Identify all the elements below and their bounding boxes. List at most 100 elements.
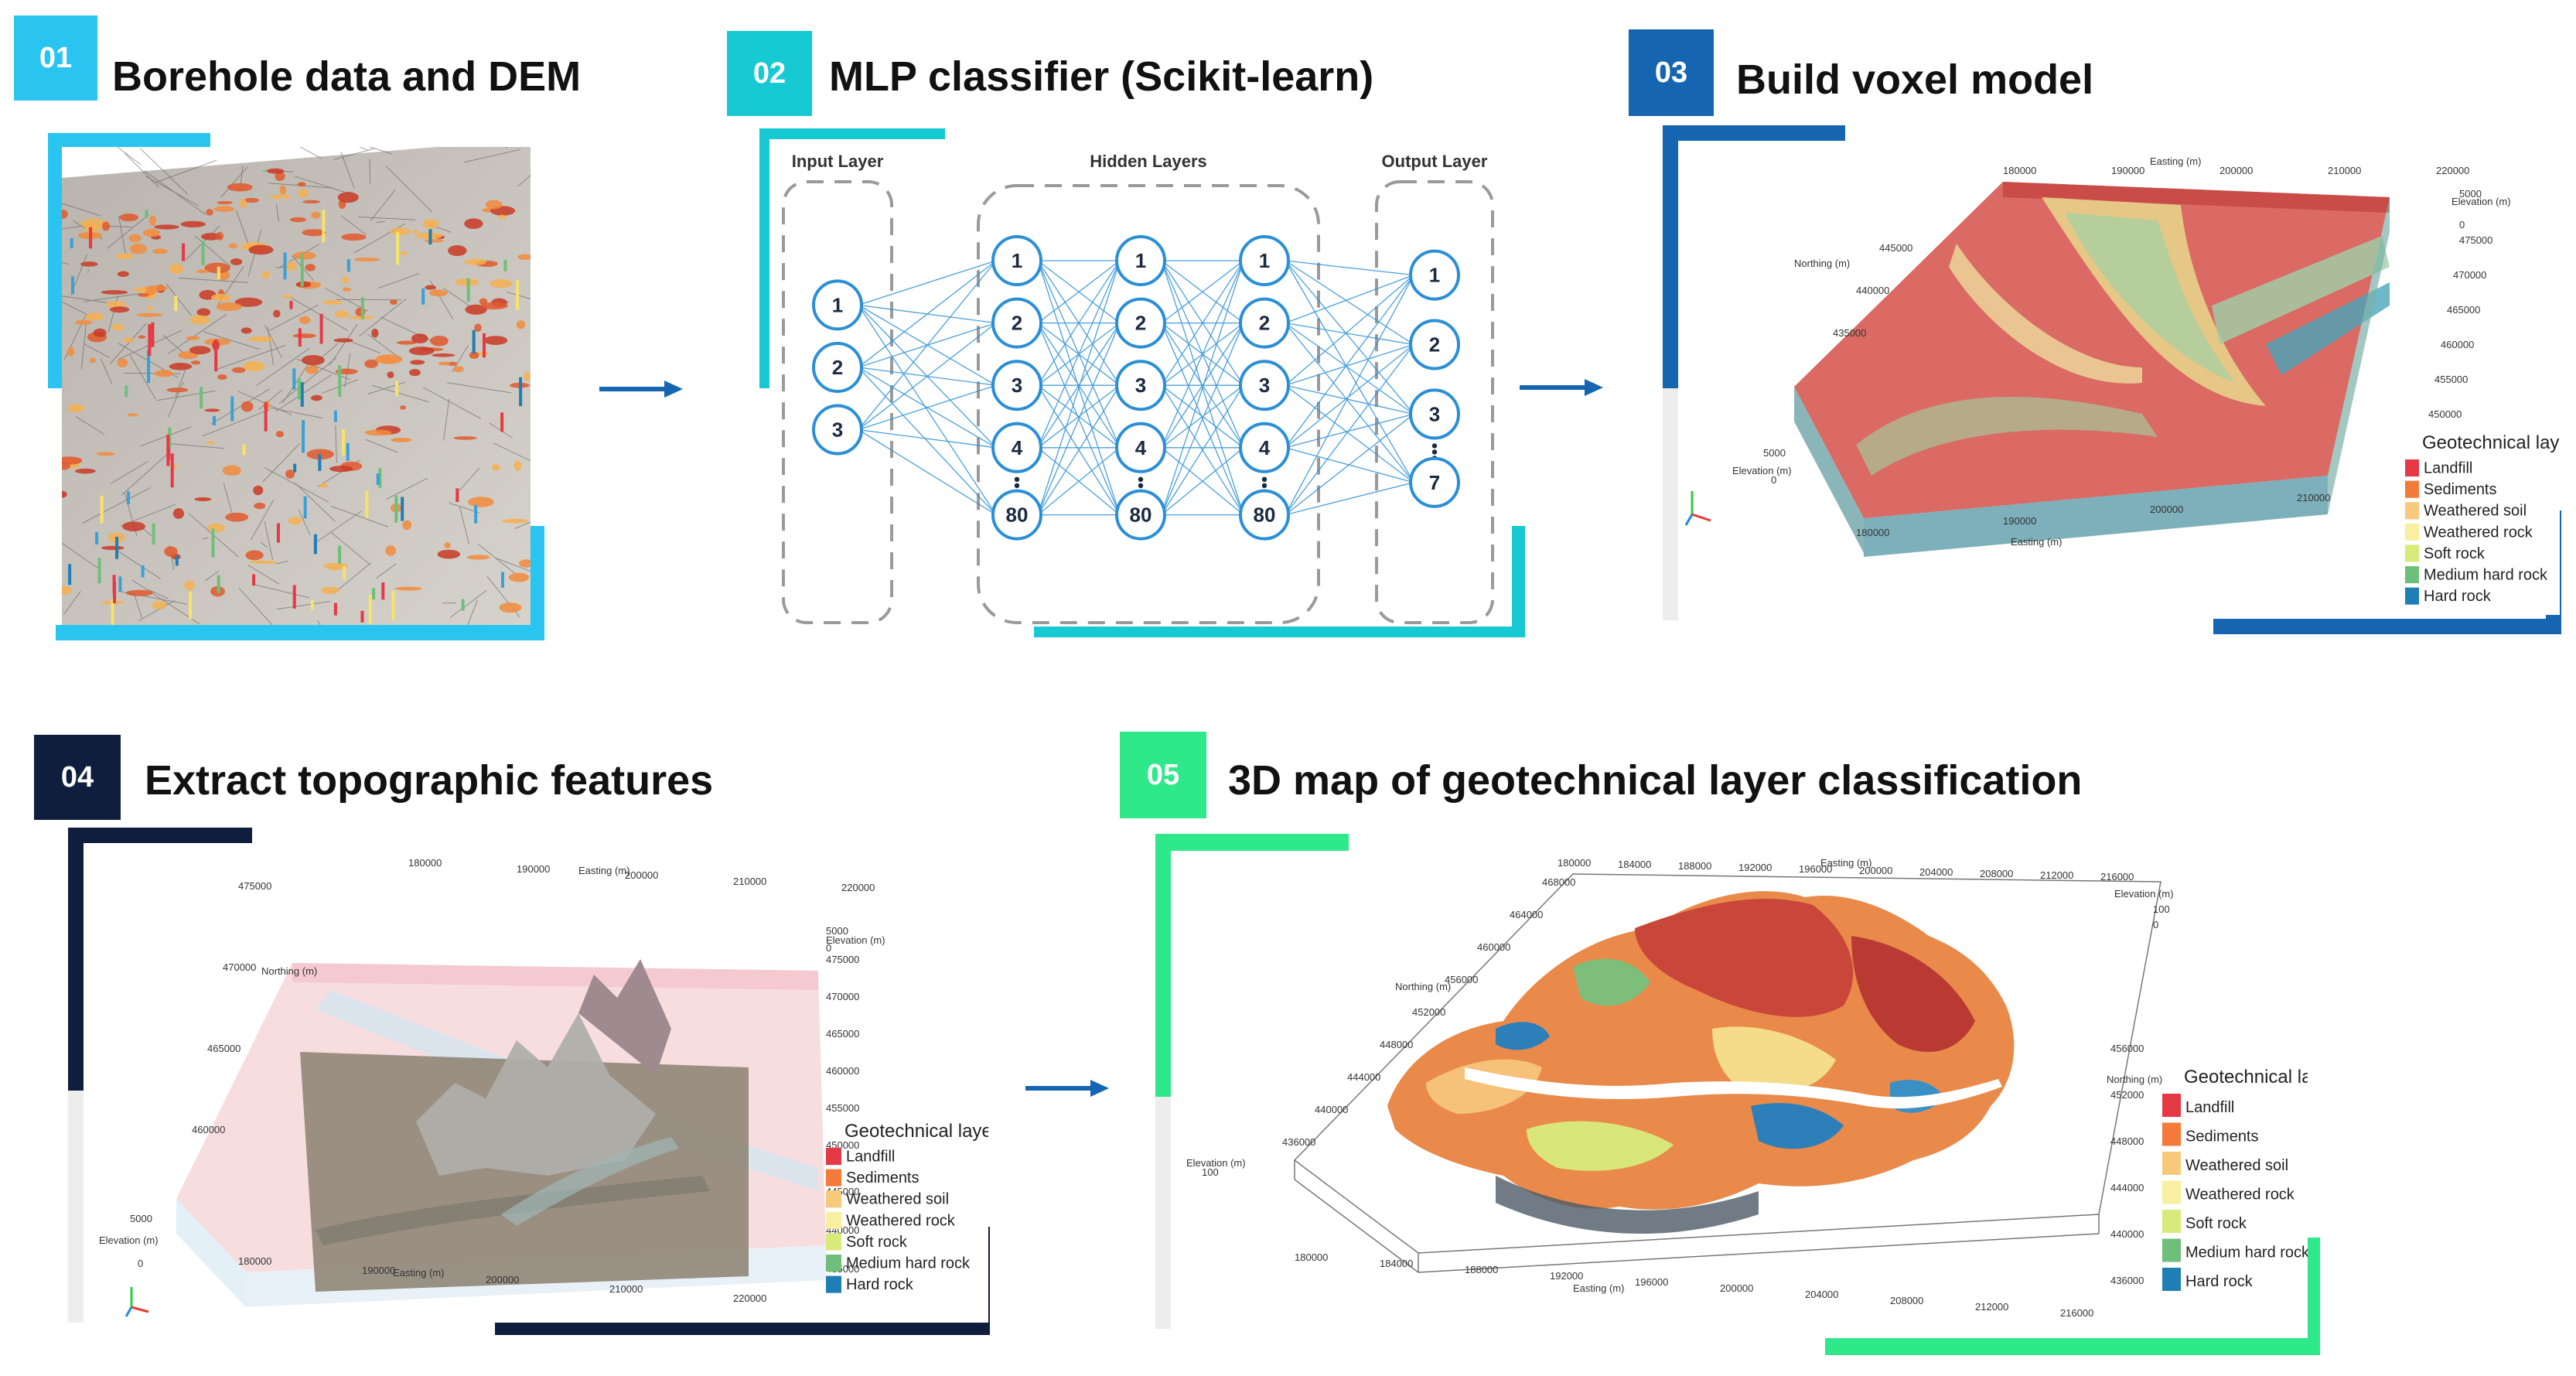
legend-item-label: Weathered soil	[846, 1191, 949, 1208]
axis-tick-label: 100	[2153, 903, 2170, 915]
mlp-node: 3	[991, 360, 1042, 411]
legend-item: Soft rock	[826, 1233, 908, 1251]
axis-tick-label: 216000	[2100, 871, 2134, 883]
step-04-title: Extract topographic features	[145, 757, 714, 804]
legend-item: Landfill	[826, 1148, 895, 1165]
step-01-title: Borehole data and DEM	[112, 53, 582, 100]
axis-tick-label: 100	[1202, 1166, 1219, 1178]
axis-tick-label: 475000	[826, 954, 859, 965]
mlp-node-label: 1	[1259, 249, 1270, 272]
legend-item: Medium hard rock	[2162, 1238, 2308, 1262]
axis-tick-label: 180000	[1856, 527, 1889, 538]
axis-tick-label: 192000	[1738, 862, 1772, 873]
mlp-connection	[1037, 384, 1121, 449]
legend-title: Geotechnical layer	[2184, 1067, 2308, 1087]
mlp-node: 1	[1409, 249, 1460, 301]
topographic-features-image: Easting (m)Northing (m)Elevation (m)Elev…	[84, 843, 988, 1323]
panel-02-bracket	[759, 128, 772, 388]
legend-item-label: Weathered rock	[846, 1212, 956, 1229]
mlp-connection	[1161, 384, 1244, 449]
legend-item-label: Hard rock	[846, 1276, 914, 1293]
easting-axis-label: Easting (m)	[1573, 1282, 1624, 1294]
legend-item: Weathered rock	[2405, 523, 2533, 541]
elevation-axis-label: Elevation (m)	[2114, 888, 2174, 900]
axis-tick-label: 208000	[1980, 868, 2013, 879]
legend-item: Weathered soil	[826, 1190, 949, 1208]
legend-item: Weathered soil	[2162, 1152, 2288, 1175]
mlp-connection	[858, 367, 997, 516]
step-05-title: 3D map of geotechnical layer classificat…	[1228, 757, 2083, 804]
mlp-connection	[1037, 323, 1121, 515]
legend-item-label: Weathered soil	[2185, 1157, 2288, 1174]
legend-item: Landfill	[2405, 459, 2472, 476]
axis-tick-label: 456000	[1445, 974, 1478, 985]
axis-tick-label: 200000	[625, 869, 658, 881]
mlp-connection	[1285, 413, 1414, 516]
mlp-connection	[1161, 384, 1244, 515]
mlp-node: 80	[1239, 489, 1290, 541]
elevation-axis-label: Elevation (m)	[826, 934, 885, 946]
output-layer-label: Output Layer	[1382, 152, 1488, 171]
mlp-connection	[1161, 323, 1244, 449]
axis-tick-label: 5000	[130, 1213, 152, 1224]
mlp-node-label: 3	[1135, 374, 1146, 397]
axis-tick-label: 475000	[2459, 234, 2492, 246]
arrow-3-icon	[1025, 1080, 1109, 1097]
easting-axis-label: Easting (m)	[393, 1267, 444, 1279]
legend-item: Sediments	[2162, 1122, 2259, 1146]
mlp-node: 4	[991, 422, 1042, 473]
axis-tick-label: 464000	[1510, 909, 1543, 920]
mlp-node-label: 4	[1259, 436, 1271, 459]
mlp-connection	[1037, 384, 1121, 515]
axis-tick-label: 456000	[2110, 1043, 2144, 1054]
legend-item: Sediments	[2405, 480, 2497, 498]
legend-item: Weathered soil	[2405, 502, 2527, 520]
mlp-connection	[1285, 274, 1414, 324]
axis-tick-label: 0	[138, 1258, 143, 1269]
axis-tick-label: 204000	[1919, 866, 1953, 878]
axis-tick-label: 460000	[826, 1065, 859, 1077]
panel-01-bracket	[48, 133, 210, 147]
axis-tick-label: 448000	[2110, 1135, 2144, 1147]
legend-item-label: Hard rock	[2185, 1273, 2254, 1290]
mlp-node: 2	[991, 297, 1042, 349]
axis-tick-label: 0	[1771, 474, 1776, 486]
axis-tick-label: 440000	[2110, 1228, 2144, 1240]
legend-item-label: Medium hard rock	[846, 1255, 971, 1272]
mlp-node-label: 3	[832, 418, 843, 442]
mlp-connection	[1161, 260, 1244, 324]
panel-01-bracket	[48, 133, 62, 388]
mlp-node-label: 80	[1130, 504, 1152, 527]
easting-axis-label: Easting (m)	[2150, 155, 2201, 167]
panel-05-bracket	[1155, 1097, 1171, 1329]
mlp-node: 4	[1115, 422, 1166, 473]
mlp-connection	[1161, 260, 1244, 386]
legend-item-label: Landfill	[846, 1148, 895, 1165]
axis-gizmo-icon	[125, 1287, 149, 1317]
legend-item-label: Landfill	[2185, 1099, 2234, 1116]
legend-item-label: Sediments	[2424, 481, 2497, 498]
axis-tick-label: 475000	[238, 880, 271, 892]
axis-tick-label: 208000	[1890, 1295, 1923, 1306]
mlp-connection	[1285, 413, 1414, 449]
axis-tick-label: 204000	[1805, 1289, 1838, 1300]
mlp-connection	[858, 429, 997, 449]
axis-tick-label: 190000	[2111, 165, 2144, 176]
axis-tick-label: 200000	[2219, 165, 2253, 176]
axis-tick-label: 210000	[733, 876, 766, 887]
panel-03-bracket	[1663, 125, 1845, 141]
mlp-connection	[1285, 260, 1414, 276]
voxel-model-image: Easting (m)Northing (m)Elevation (m)Elev…	[1678, 151, 2560, 615]
mlp-connection	[1285, 482, 1414, 516]
mlp-diagram: Input Layer Hidden Layers Output Layer 1…	[769, 139, 1512, 627]
axis-tick-label: 5000	[1763, 447, 1786, 459]
mlp-node: 1	[1115, 235, 1166, 286]
panel-04-bracket	[495, 1320, 990, 1335]
mlp-connection	[1285, 322, 1414, 346]
axis-tick-label: 455000	[2434, 374, 2468, 385]
mlp-node: 2	[812, 341, 863, 393]
axis-gizmo-icon	[1684, 491, 1711, 526]
panel-03-bracket	[2213, 619, 2561, 634]
elevation-axis-label: Elevation (m)	[2451, 196, 2511, 207]
axis-tick-label: 180000	[408, 857, 442, 869]
